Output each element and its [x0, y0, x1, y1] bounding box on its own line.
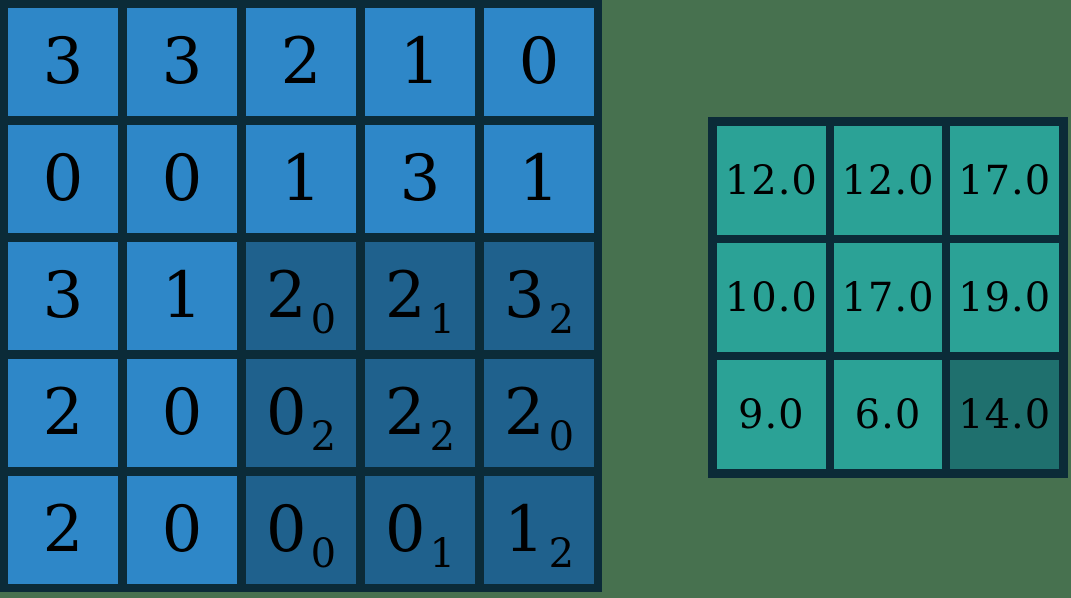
input-cell-value: 2 [384, 376, 426, 450]
input-cell-value: 3 [161, 25, 203, 99]
input-cell-r3c0: 2 [8, 359, 118, 467]
kernel-weight-subscript: 2 [310, 414, 337, 460]
output-cell-value: 10.0 [724, 274, 818, 321]
input-cell-r4c0: 2 [8, 476, 118, 584]
input-cell-value: 0 [518, 25, 560, 99]
kernel-weight-subscript: 2 [429, 414, 456, 460]
input-cell-value: 2 [280, 25, 322, 99]
input-cell-value: 3 [42, 259, 84, 333]
kernel-weight-subscript: 2 [548, 531, 575, 577]
input-cell-r0c3: 1 [365, 8, 475, 116]
output-cell-value: 12.0 [841, 157, 935, 204]
input-cell-value: 2 [384, 259, 426, 333]
input-cell-value: 0 [161, 142, 203, 216]
output-cell-r1c1: 17.0 [833, 243, 943, 352]
input-cell-value: 0 [161, 376, 203, 450]
output-cell-value: 12.0 [724, 157, 818, 204]
output-cell-r2c0: 9.0 [717, 360, 826, 469]
input-cell-value: 2 [42, 493, 84, 567]
input-cell-r1c2: 1 [246, 125, 356, 233]
input-cell-value: 1 [518, 142, 560, 216]
input-cell-r1c1: 0 [127, 125, 237, 233]
input-cell-value: 0 [265, 376, 307, 450]
input-cell-value: 0 [161, 493, 203, 567]
output-cell-value: 9.0 [738, 391, 805, 438]
kernel-weight-subscript: 0 [548, 414, 575, 460]
output-cell-value: 17.0 [841, 274, 935, 321]
kernel-weight-subscript: 0 [310, 297, 337, 343]
output-cell-r0c0: 12.0 [717, 126, 826, 235]
input-cell-r1c0: 0 [8, 125, 118, 233]
input-cell-r0c1: 3 [127, 8, 237, 116]
output-cell-r1c2: 19.0 [950, 243, 1059, 352]
output-cell-value: 6.0 [854, 391, 922, 438]
kernel-weight-subscript: 1 [429, 297, 456, 343]
input-cell-value: 2 [265, 259, 307, 333]
kernel-weight-subscript: 2 [548, 297, 575, 343]
input-cell-value: 2 [42, 376, 84, 450]
output-cell-r2c2: 14.0 [950, 360, 1059, 469]
input-cell-value: 2 [503, 376, 545, 450]
input-cell-r3c1: 0 [127, 359, 237, 467]
input-cell-r2c0: 3 [8, 242, 118, 350]
input-cell-r0c4: 0 [484, 8, 594, 116]
output-cell-r0c1: 12.0 [833, 126, 943, 235]
output-cell-r0c2: 17.0 [950, 126, 1059, 235]
input-cell-r2c1: 1 [127, 242, 237, 350]
input-cell-value: 0 [42, 142, 84, 216]
output-cell-value: 17.0 [958, 157, 1052, 204]
input-cell-value: 0 [384, 493, 426, 567]
input-cell-value: 1 [503, 493, 545, 567]
input-cell-value: 3 [399, 142, 441, 216]
input-cell-value: 1 [399, 25, 441, 99]
input-cell-value: 0 [265, 493, 307, 567]
kernel-weight-subscript: 0 [310, 531, 337, 577]
input-cell-value: 1 [280, 142, 322, 216]
input-cell-r1c4: 1 [484, 125, 594, 233]
input-cell-value: 3 [42, 25, 84, 99]
output-grid: 12.0 12.0 17.0 10.0 17.0 19.0 9.0 6.0 14.0 [708, 117, 1068, 478]
output-cell-r1c0: 10.0 [717, 243, 826, 352]
input-cell-r1c3: 3 [365, 125, 475, 233]
output-cell-value: 14.0 [958, 391, 1052, 438]
input-cell-r4c1: 0 [127, 476, 237, 584]
kernel-weight-subscript: 1 [429, 531, 456, 577]
input-cell-value: 3 [503, 259, 545, 333]
input-cell-r0c0: 3 [8, 8, 118, 116]
output-cell-r2c1: 6.0 [833, 360, 943, 469]
input-cell-value: 1 [161, 259, 203, 333]
input-cell-r0c2: 2 [246, 8, 356, 116]
output-cell-value: 19.0 [958, 274, 1052, 321]
